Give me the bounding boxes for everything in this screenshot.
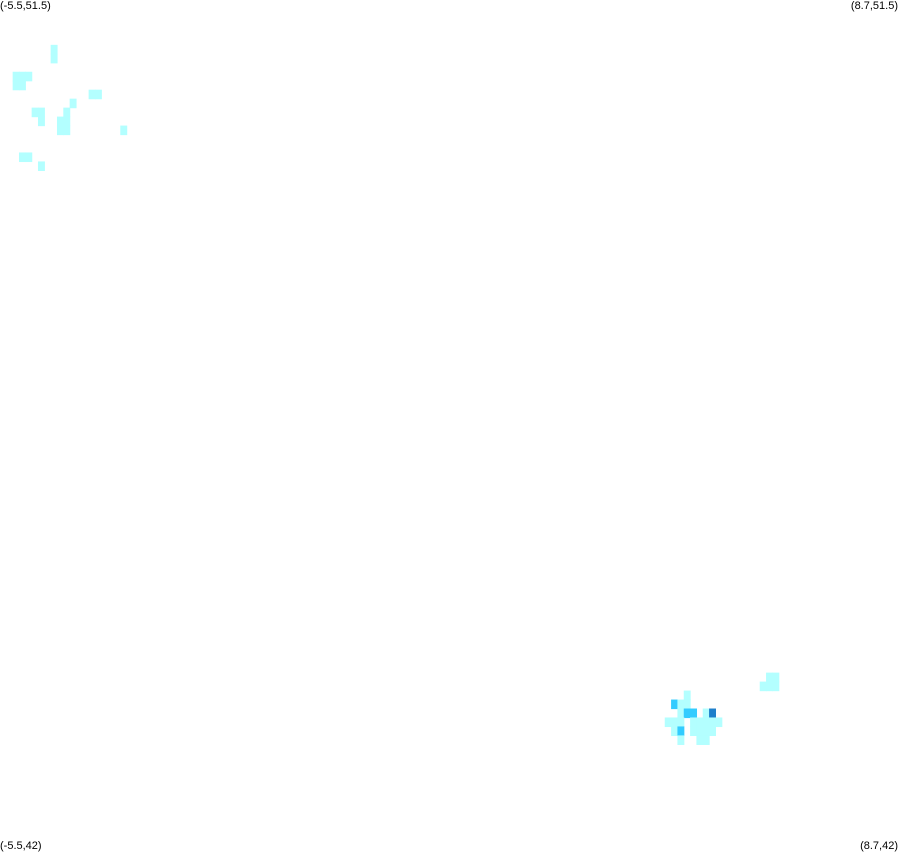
heat-cell: [683, 699, 691, 710]
heat-cell: [63, 107, 71, 118]
heat-cell: [671, 726, 679, 737]
heat-cell: [63, 125, 71, 136]
heat-cell: [18, 80, 26, 91]
heat-cell: [12, 80, 20, 91]
heat-cell: [37, 116, 45, 127]
heat-cell: [677, 717, 685, 728]
corner-label-top-left: (-5.5,51.5): [0, 0, 51, 12]
heat-cell: [671, 699, 679, 710]
heat-cell: [69, 98, 77, 109]
heat-cell: [709, 708, 716, 719]
heat-cell: [25, 71, 33, 82]
heat-cell: [696, 735, 704, 745]
heat-cell: [63, 116, 71, 127]
heat-cell: [37, 107, 45, 118]
heat-cell: [18, 152, 26, 163]
corner-label-bottom-right: (8.7,42): [860, 840, 898, 852]
cells-layer: [12, 44, 780, 745]
heat-cell: [683, 708, 691, 719]
heat-cell: [37, 161, 45, 171]
heat-cell: [31, 107, 39, 118]
heat-cell: [690, 726, 698, 737]
heat-cell: [715, 717, 723, 728]
heat-cell: [766, 672, 773, 683]
heat-cell: [766, 681, 773, 692]
heat-cell: [50, 44, 58, 55]
heat-cell: [696, 717, 704, 728]
heat-cell: [88, 89, 96, 100]
heat-cell: [677, 708, 685, 719]
heat-cell: [671, 717, 679, 728]
heat-cell: [759, 681, 767, 692]
heat-cell: [709, 726, 716, 737]
heat-cell: [696, 726, 704, 737]
heat-cell: [50, 53, 58, 64]
heat-cell: [702, 726, 710, 737]
heat-cell: [772, 681, 780, 692]
heat-cell: [702, 717, 710, 728]
heat-cell: [56, 116, 64, 127]
heat-cell: [709, 717, 716, 728]
heat-cell: [664, 717, 672, 728]
heat-cell: [772, 672, 780, 683]
heat-cell: [690, 717, 698, 728]
heat-cell: [677, 726, 685, 737]
heat-cell: [56, 125, 64, 136]
heat-cell: [120, 125, 128, 136]
heat-cell: [677, 735, 685, 745]
corner-label-top-right: (8.7,51.5): [850, 0, 898, 12]
corner-label-bottom-left: (-5.5,42): [0, 840, 42, 852]
heat-cell: [702, 735, 710, 745]
heat-cell: [683, 690, 691, 701]
heat-cell: [25, 152, 33, 163]
heat-cell: [690, 708, 698, 719]
heat-cell: [18, 71, 26, 82]
heat-cell: [94, 89, 102, 100]
heat-cell: [677, 699, 685, 710]
heat-cell: [12, 71, 20, 82]
heat-cell: [702, 708, 710, 719]
